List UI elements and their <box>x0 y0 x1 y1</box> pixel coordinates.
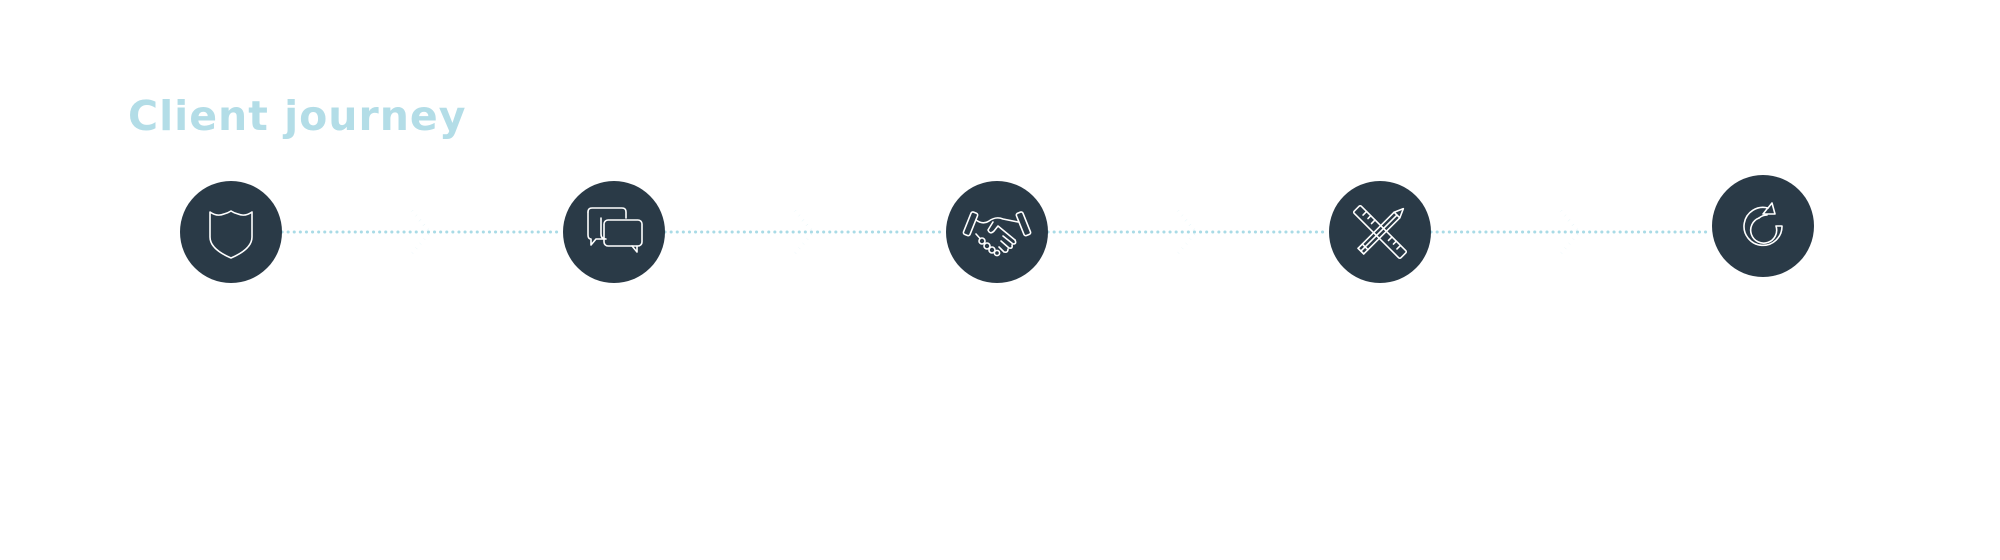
connector-3 <box>1046 210 1330 254</box>
chat-bubbles-icon <box>587 207 643 253</box>
step-2 <box>563 181 665 283</box>
step-circle <box>563 181 665 283</box>
step-5 <box>1712 175 1814 277</box>
refresh-cycle-icon <box>1743 202 1783 247</box>
step-1 <box>180 181 282 283</box>
connector-2 <box>663 210 947 254</box>
pencil-ruler-icon <box>1352 204 1408 260</box>
step-3 <box>946 181 1048 283</box>
connector-1 <box>280 210 564 254</box>
connector-4 <box>1429 210 1713 254</box>
step-4 <box>1329 181 1431 283</box>
step-circle <box>946 181 1048 283</box>
diagram-title: Client journey <box>128 92 467 140</box>
shield-icon <box>209 210 253 259</box>
step-circle <box>180 181 282 283</box>
handshake-icon <box>962 211 1032 257</box>
step-circle <box>1712 175 1814 277</box>
